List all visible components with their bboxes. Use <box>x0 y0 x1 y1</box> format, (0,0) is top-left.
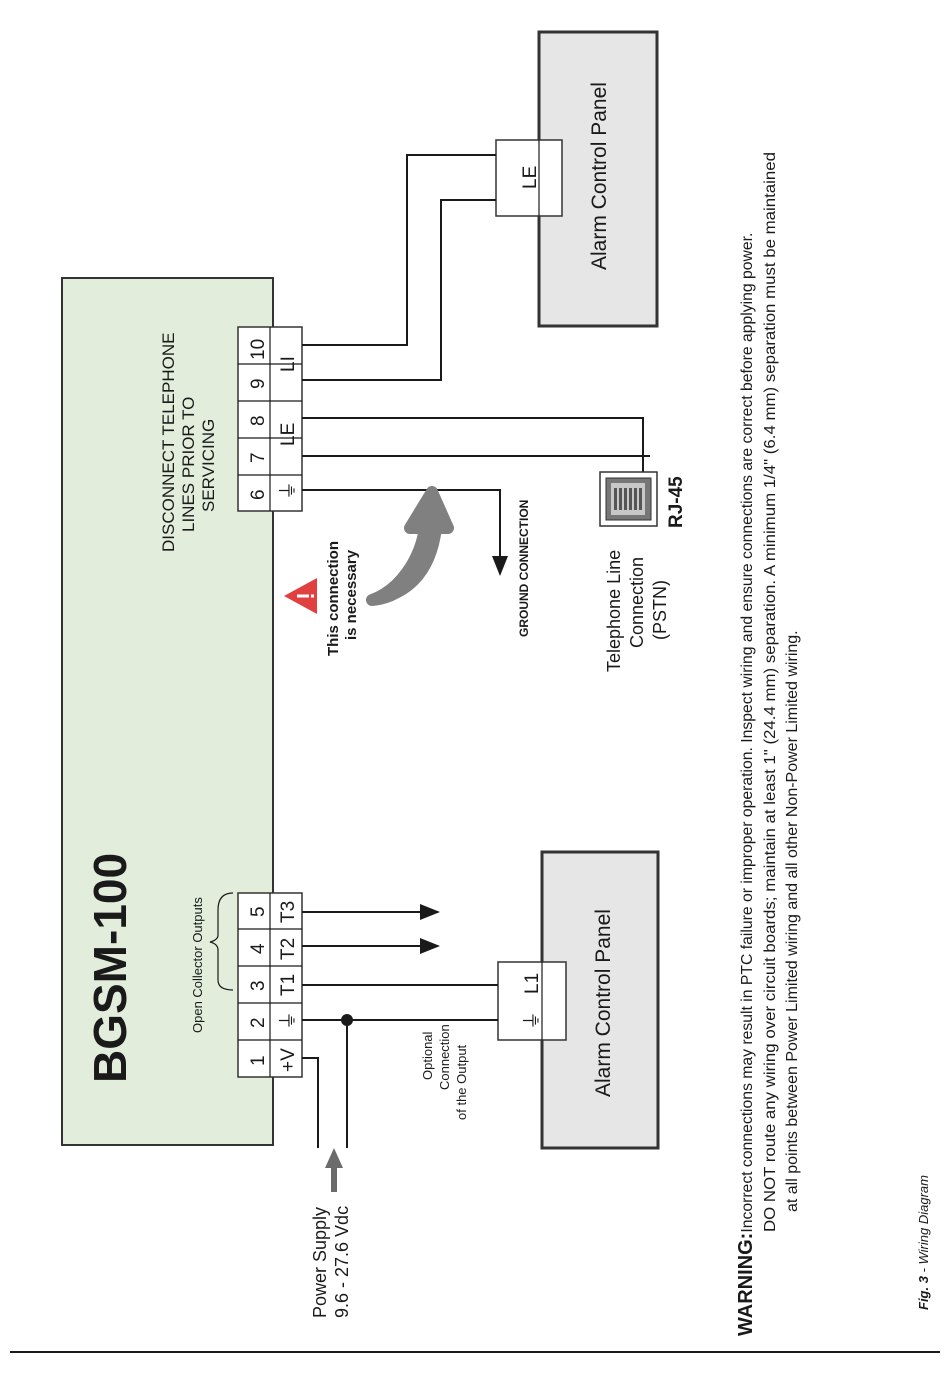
telephone-line-label-3: (PSTN) <box>650 580 670 640</box>
optional-connection-line1: Optional <box>420 1031 435 1080</box>
alarm-panel-bottom-title: Alarm Control Panel <box>592 909 615 1097</box>
figure-caption-text: - Wiring Diagram <box>916 1175 931 1276</box>
warning-triangle-icon <box>284 578 317 614</box>
svg-text:WARNING:Incorrect connections: WARNING:Incorrect connections may result… <box>735 233 757 1336</box>
curved-arrow-icon <box>366 486 454 606</box>
rj45-jack-icon <box>599 471 658 527</box>
ground-wire <box>302 489 508 576</box>
optional-connection-line3: of the Output <box>454 1044 469 1120</box>
warning-line1: Incorrect connections may result in PTC … <box>739 233 756 1233</box>
terminal-1-number: 1 <box>248 1055 269 1066</box>
terminal-6-label: ⏚ <box>278 481 299 500</box>
terminal-li-label: LI <box>278 356 299 372</box>
terminal-8-number: 8 <box>248 415 269 426</box>
disconnect-label-line3: SERVICING <box>199 419 218 512</box>
terminal-6-number: 6 <box>248 489 269 500</box>
terminal-3-label: T1 <box>278 974 299 996</box>
terminal-10-number: 10 <box>248 339 269 360</box>
connection-necessary-line2: is necessary <box>343 549 360 640</box>
power-range-label: 9.6 - 27.6 Vdc <box>332 1206 352 1318</box>
optional-connection-line2: Connection <box>437 1024 452 1090</box>
terminal-block-outputs <box>237 892 303 1078</box>
open-collector-label: Open Collector Outputs <box>190 897 205 1033</box>
rj45-label: RJ-45 <box>666 476 687 528</box>
telephone-line-label-1: Telephone Line <box>604 550 624 672</box>
telephone-line-label-2: Connection <box>627 557 647 648</box>
terminal-le-label: LE <box>278 423 299 446</box>
alarm-panel-bottom <box>540 850 660 1150</box>
terminal-block-telephone <box>237 326 303 512</box>
terminal-4-number: 4 <box>248 943 269 954</box>
ground-connection-label: GROUND CONNECTION <box>517 500 531 637</box>
figure-caption-number: Fig. 3 <box>916 1275 931 1310</box>
alarm-panel-top-connector <box>495 139 563 217</box>
alarm-panel-top-title: Alarm Control Panel <box>588 82 611 270</box>
device-title: BGSM-100 <box>84 853 136 1083</box>
terminal-5-number: 5 <box>248 906 269 917</box>
terminal-7-number: 7 <box>248 452 269 463</box>
terminal-2-label: ⏚ <box>278 1011 299 1030</box>
alarm-panel-bottom-connector <box>497 961 567 1041</box>
warning-paragraph: WARNING:Incorrect connections may result… <box>735 152 801 1336</box>
wires-li <box>302 154 496 381</box>
warning-line3: at all points between Power Limited wiri… <box>784 630 801 1212</box>
alarm-panel-bottom-ground-symbol: ⏚ <box>522 1011 543 1030</box>
alarm-panel-bottom-connector-label-l1: L1 <box>522 973 543 994</box>
open-collector-brace <box>209 892 234 991</box>
terminal-2-number: 2 <box>248 1017 269 1028</box>
terminal-9-number: 9 <box>248 378 269 389</box>
warning-prefix: WARNING: <box>735 1233 757 1336</box>
terminal-3-number: 3 <box>248 980 269 991</box>
power-arrow-icon <box>325 1148 343 1192</box>
power-supply-label: Power Supply <box>310 1207 330 1318</box>
alarm-panel-top-connector-label: LE <box>520 166 541 189</box>
svg-text:Fig. 3 - Wiring Diagram: Fig. 3 - Wiring Diagram <box>916 1175 931 1310</box>
disconnect-label-line2: LINES PRIOR TO <box>179 397 198 532</box>
terminal-1-label: +V <box>278 1048 299 1072</box>
power-positive-wire <box>302 1057 319 1148</box>
warning-line2: DO NOT route any wiring over circuit boa… <box>762 152 779 1232</box>
disconnect-label-line1: DISCONNECT TELEPHONE <box>159 333 178 552</box>
terminal-5-label: T3 <box>278 901 299 923</box>
terminal-4-label: T2 <box>278 938 299 960</box>
wires-le <box>302 417 650 472</box>
connection-necessary-line1: This connection <box>325 541 342 656</box>
